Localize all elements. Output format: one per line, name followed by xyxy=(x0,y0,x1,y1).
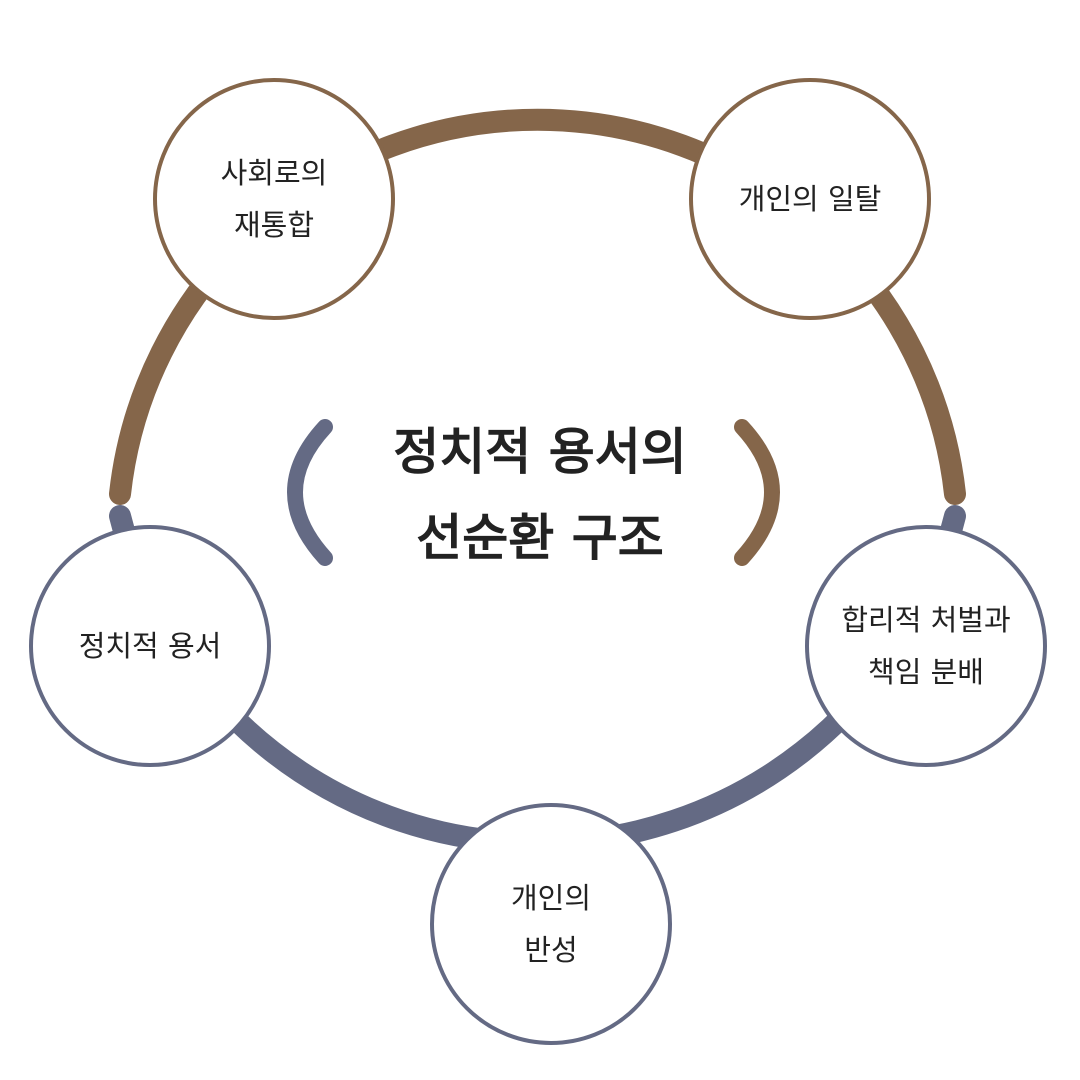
node-rational-punishment: 합리적 처벌과 책임 분배 xyxy=(805,525,1047,767)
diagram-title: 정치적 용서의 선순환 구조 xyxy=(393,423,687,567)
node-individual-deviation: 개인의 일탈 xyxy=(689,78,931,320)
node-social-reintegration: 사회로의 재통합 xyxy=(153,78,395,320)
node-political-forgiveness: 정치적 용서 xyxy=(29,525,271,767)
arc-upper-brown xyxy=(109,108,966,505)
node-individual-reflection: 개인의 반성 xyxy=(430,803,672,1045)
left-parenthesis xyxy=(287,419,333,566)
right-parenthesis xyxy=(734,419,780,566)
